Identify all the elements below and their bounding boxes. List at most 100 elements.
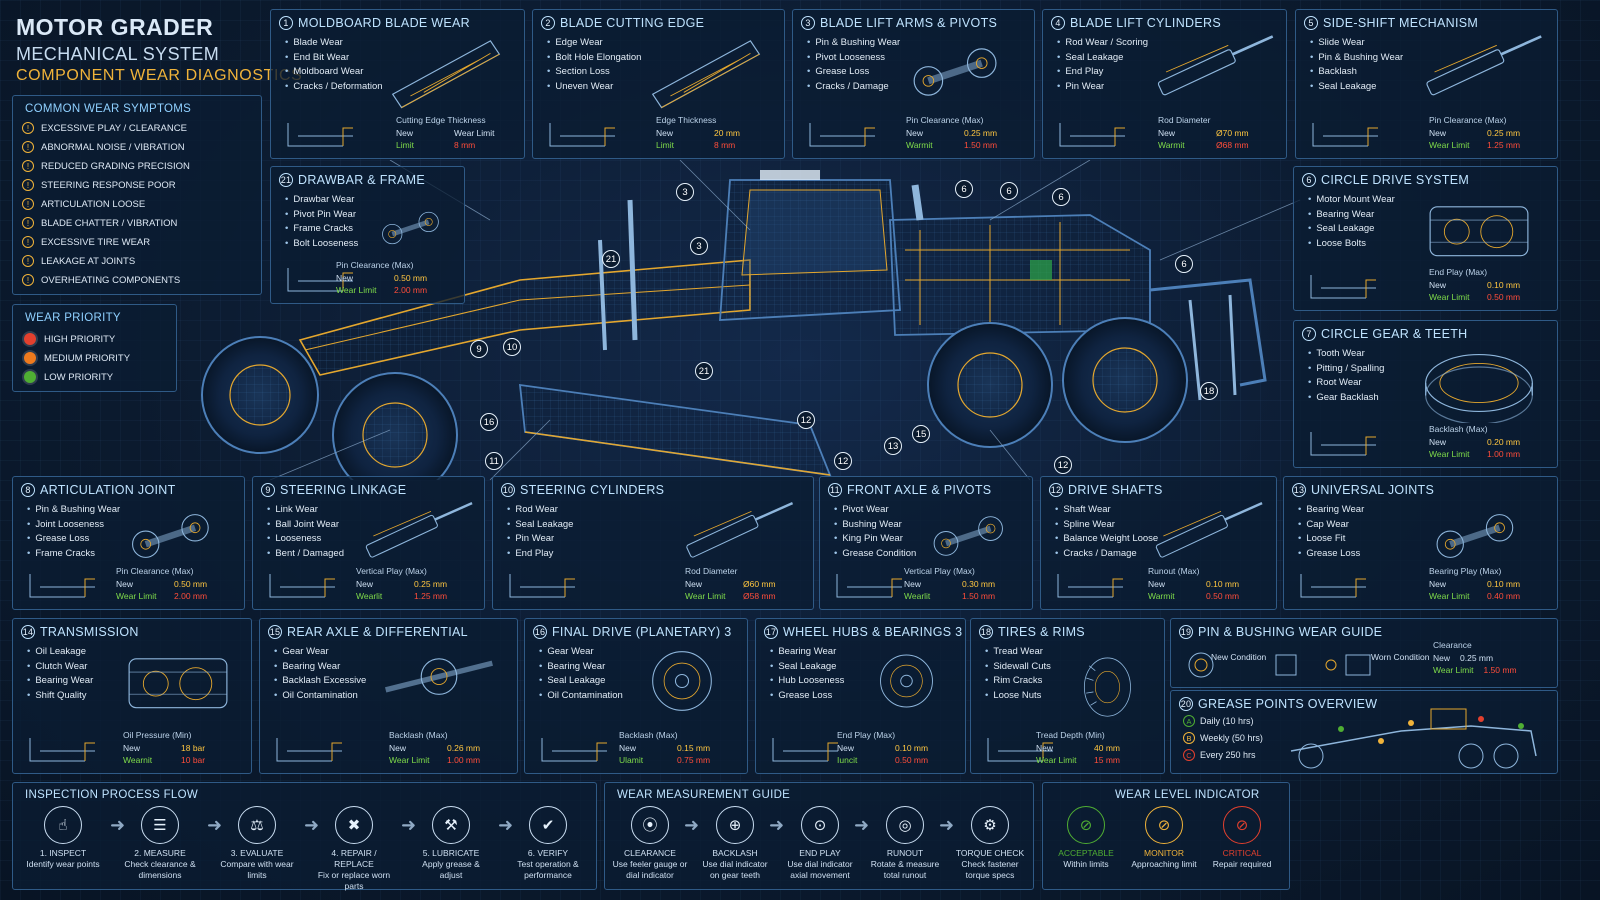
flow-step-title: 5. LUBRICATE — [422, 848, 480, 858]
component-illustration — [113, 499, 236, 573]
chevron-right-icon: ➜ — [207, 815, 223, 835]
priority-dot-icon — [24, 352, 36, 364]
caliper-icon — [836, 574, 902, 598]
panel-number: 13 — [1292, 483, 1306, 497]
spec-limit-value: 15 mm — [1094, 755, 1120, 765]
symptom-label: EXCESSIVE TIRE WEAR — [41, 236, 151, 248]
wear-point: Gear Wear — [274, 645, 366, 660]
flow-step-desc: Test operation & performance — [517, 859, 579, 880]
wear-point: Grease Loss — [770, 689, 844, 704]
component-illustration — [1409, 189, 1549, 269]
measurement-sketch — [805, 118, 905, 152]
wear-points-list: Bearing WearCap WearLoose FitGrease Loss — [1298, 503, 1364, 561]
spec-limit-value: 0.50 mm — [1206, 591, 1240, 601]
symptom-label: ABNORMAL NOISE / VIBRATION — [41, 141, 185, 153]
wear-point: King Pin Wear — [834, 532, 916, 547]
spec-limit-value: 1.25 mm — [1487, 140, 1521, 150]
spec-limit-value: 8 mm — [714, 140, 736, 150]
wear-points-list: Tooth WearPitting / SpallingRoot WearGea… — [1308, 347, 1384, 405]
priority-dot-icon — [24, 333, 36, 345]
wear-point: Pin Wear — [1057, 80, 1148, 95]
spec-limit-value: 1.50 mm — [962, 591, 996, 601]
spec-limit-value: 1.00 mm — [1487, 449, 1521, 459]
caliper-icon — [1310, 432, 1376, 456]
wear-points-list: Rod Wear / ScoringSeal LeakageEnd PlayPi… — [1057, 36, 1148, 94]
spec-key: Wearlit — [904, 591, 931, 601]
measurement-sketch — [1306, 427, 1406, 461]
spec-key: New — [1429, 436, 1447, 447]
spec-new-value: 0.20 mm — [1487, 436, 1521, 447]
warning-icon: ! — [22, 122, 34, 134]
spec-key: Wear Limit — [1429, 140, 1470, 150]
spec-key: New — [1429, 279, 1447, 290]
measure-step-title: RUNOUT — [886, 848, 924, 858]
measure-step-desc: Use feeler gauge or dial indicator — [612, 859, 688, 880]
wear-point: Uneven Wear — [547, 80, 641, 95]
inspection-flow-title: INSPECTION PROCESS FLOW — [25, 789, 199, 801]
measurement-sketch — [265, 569, 365, 603]
spec-new-value: 18 bar — [181, 742, 206, 753]
wear-points-list: Pin & Bushing WearPivot LoosenessGrease … — [807, 36, 900, 94]
component-callout: 6 — [1052, 188, 1070, 206]
wear-points-list: Drawbar WearPivot Pin WearFrame CracksBo… — [285, 193, 358, 251]
measurement-sketch — [1053, 569, 1153, 603]
component-callout: 10 — [503, 338, 521, 356]
panel-number: 19 — [1179, 625, 1193, 639]
grease-interval-label: Every 250 hrs — [1200, 750, 1256, 760]
spec-new-value: 0.26 mm — [447, 742, 481, 753]
evaluate-icon: ⚖ — [238, 806, 276, 844]
spec-limit-value: 1.00 mm — [447, 755, 481, 765]
wear-point: Seal Leakage — [770, 660, 844, 675]
wear-points-list: Pin & Bushing WearJoint LoosenessGrease … — [27, 503, 120, 561]
component-callout: 16 — [480, 413, 498, 431]
title-line-2: MECHANICAL SYSTEM — [16, 44, 220, 64]
spec-key: New — [396, 127, 414, 138]
wear-point: Rod Wear / Scoring — [1057, 36, 1148, 51]
wear-level-title: CRITICAL — [1222, 848, 1262, 858]
caliper-icon — [1059, 123, 1125, 147]
symptom-label: REDUCED GRADING PRECISION — [41, 160, 190, 172]
wear-points-list: Shaft WearSpline WearBalance Weight Loos… — [1055, 503, 1158, 561]
wear-point: Joint Looseness — [27, 518, 120, 533]
spec-key: Wear Limit — [1429, 591, 1470, 601]
component-illustration — [625, 641, 739, 721]
wear-point: Seal Leakage — [1057, 51, 1148, 66]
spec-key: New — [116, 578, 134, 589]
spec-label: Vertical Play (Max) — [356, 566, 427, 576]
wear-point: Pin Wear — [507, 532, 573, 547]
measurement-sketch — [283, 118, 383, 152]
flow-step-title: 2. MEASURE — [134, 848, 186, 858]
symptom-item: !LEAKAGE AT JOINTS — [22, 255, 135, 267]
spec-label: Pin Clearance (Max) — [1429, 115, 1507, 125]
symptom-item: !ABNORMAL NOISE / VIBRATION — [22, 141, 185, 153]
wear-points-list: Gear WearBearing WearBacklash ExcessiveO… — [274, 645, 366, 703]
wear-level-title: WEAR LEVEL INDICATOR — [1115, 789, 1260, 801]
wear-level-desc: Repair required — [1212, 859, 1272, 869]
measurement-sketch — [768, 733, 868, 767]
grease-gun-icon: ⚒ — [432, 806, 470, 844]
wear-points-list: Pivot WearBushing WearKing Pin WearGreas… — [834, 503, 916, 561]
wear-point: Seal Leakage — [1308, 222, 1395, 237]
panel-number: 16 — [533, 625, 547, 639]
panel-number: 15 — [268, 625, 282, 639]
wear-point: Cracks / Damage — [807, 80, 900, 95]
spec-limit-value: 2.00 mm — [174, 591, 208, 601]
component-illustration — [371, 189, 456, 267]
wear-level-gauge-icon: ⊘ — [1145, 806, 1183, 844]
symptoms-title: COMMON WEAR SYMPTOMS — [25, 103, 192, 115]
wear-point: Hub Looseness — [770, 674, 844, 689]
